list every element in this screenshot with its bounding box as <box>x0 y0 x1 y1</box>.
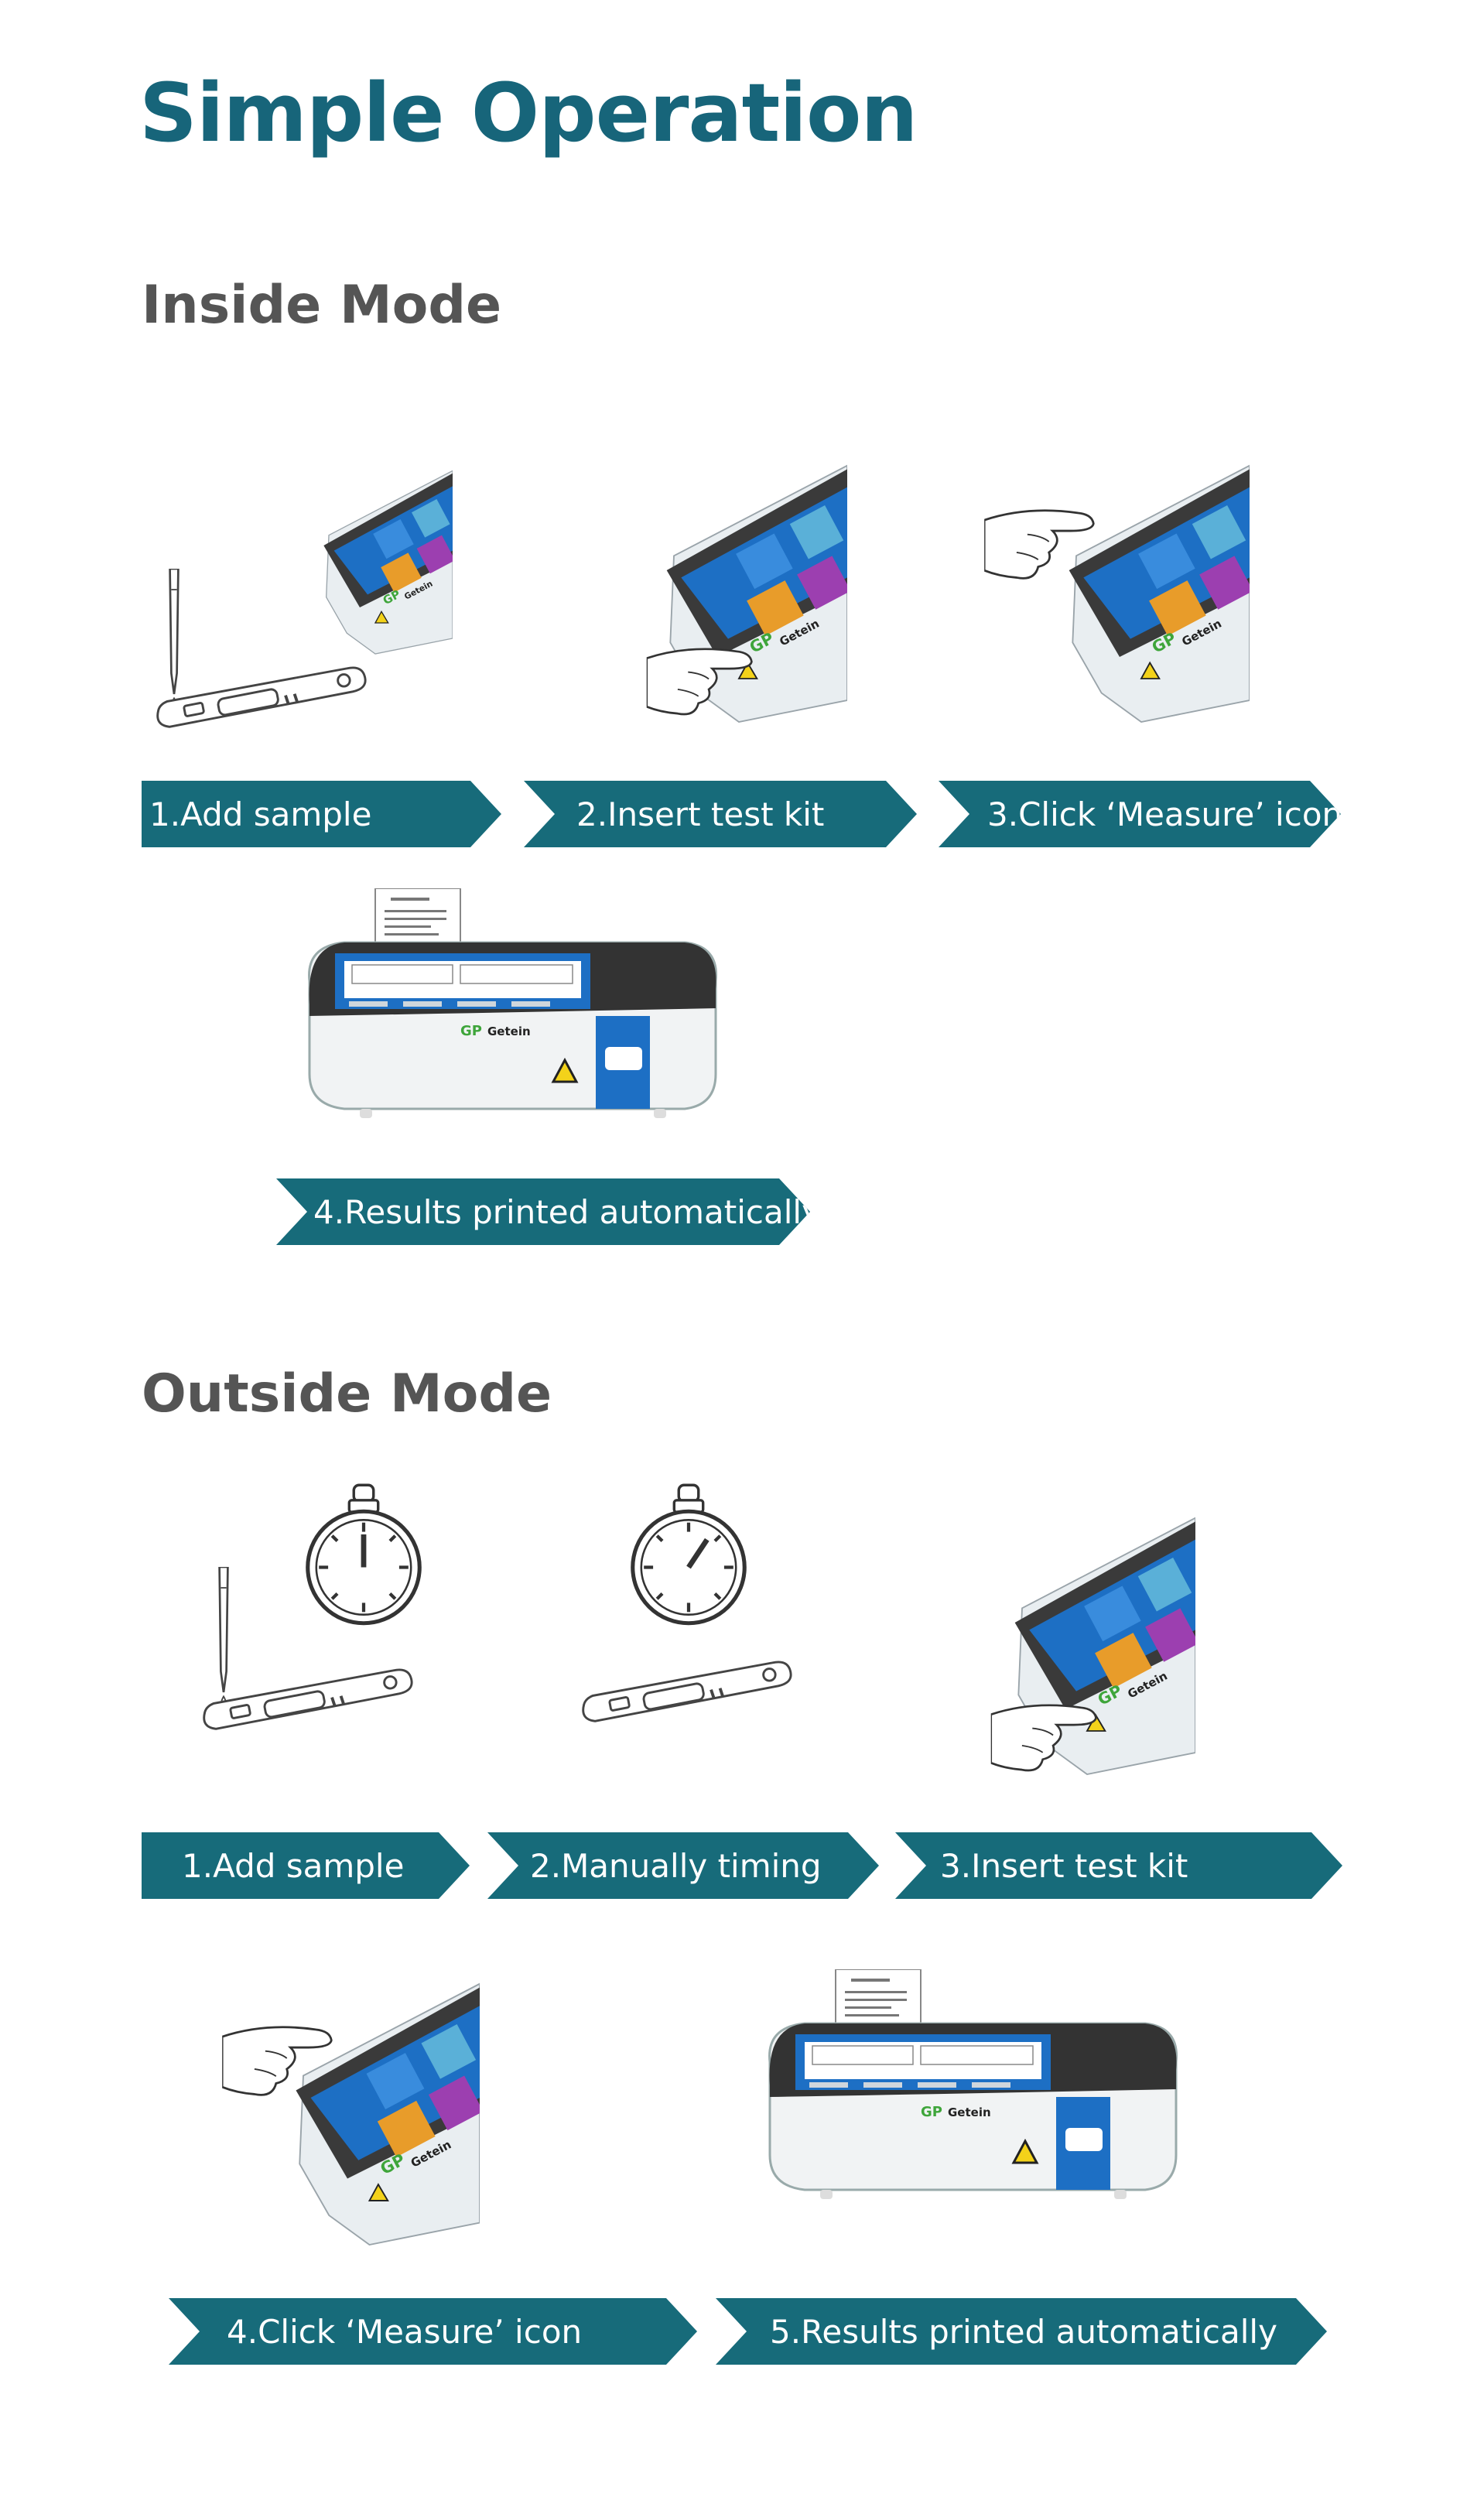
device-icon <box>758 1969 1192 2217</box>
outside-step-3-banner: 3.Insert test kit <box>895 1832 1342 1899</box>
test-strip-icon <box>151 665 375 733</box>
outside-step-1-banner: 1.Add sample <box>142 1832 470 1899</box>
biohazard-icon <box>1010 2138 1041 2166</box>
outside-click-measure-illustration <box>221 1969 480 2256</box>
stopwatch-icon <box>298 1482 429 1626</box>
outside-step-2-banner: 2.Manually timing <box>487 1832 879 1899</box>
hand-icon <box>221 2008 368 2109</box>
hand-icon <box>990 1687 1130 1784</box>
printout-icon <box>836 1969 921 2031</box>
outside-add-sample-illustration <box>190 1482 437 1753</box>
printout-icon <box>375 888 460 950</box>
biohazard-icon <box>549 1057 580 1085</box>
inside-mode-heading: Inside Mode <box>142 275 502 336</box>
outside-results-printed-illustration <box>758 1969 1192 2217</box>
page-title: Simple Operation <box>139 66 918 160</box>
test-strip-icon <box>576 1660 801 1727</box>
hand-icon <box>983 491 1130 592</box>
device-icon <box>298 888 731 1136</box>
inside-step-4-banner: 4.Results printed automatically <box>276 1178 810 1245</box>
inside-step-3-banner: 3.Click ‘Measure’ icon <box>939 781 1341 847</box>
hand-icon <box>646 631 785 727</box>
manual-timing-illustration <box>573 1482 812 1753</box>
inside-step-2-banner: 2.Insert test kit <box>524 781 917 847</box>
add-sample-illustration <box>143 445 453 754</box>
outside-step-4-banner: 4.Click ‘Measure’ icon <box>169 2298 697 2365</box>
results-printed-illustration <box>298 888 731 1136</box>
click-measure-illustration <box>983 453 1250 731</box>
outside-step-5-banner: 5.Results printed automatically <box>716 2298 1327 2365</box>
outside-mode-heading: Outside Mode <box>142 1363 552 1425</box>
outside-insert-kit-illustration <box>983 1505 1195 1784</box>
test-strip-icon <box>197 1668 422 1735</box>
inside-step-1-banner: 1.Add sample <box>142 781 501 847</box>
insert-kit-illustration <box>631 453 847 731</box>
stopwatch-icon <box>623 1482 754 1626</box>
